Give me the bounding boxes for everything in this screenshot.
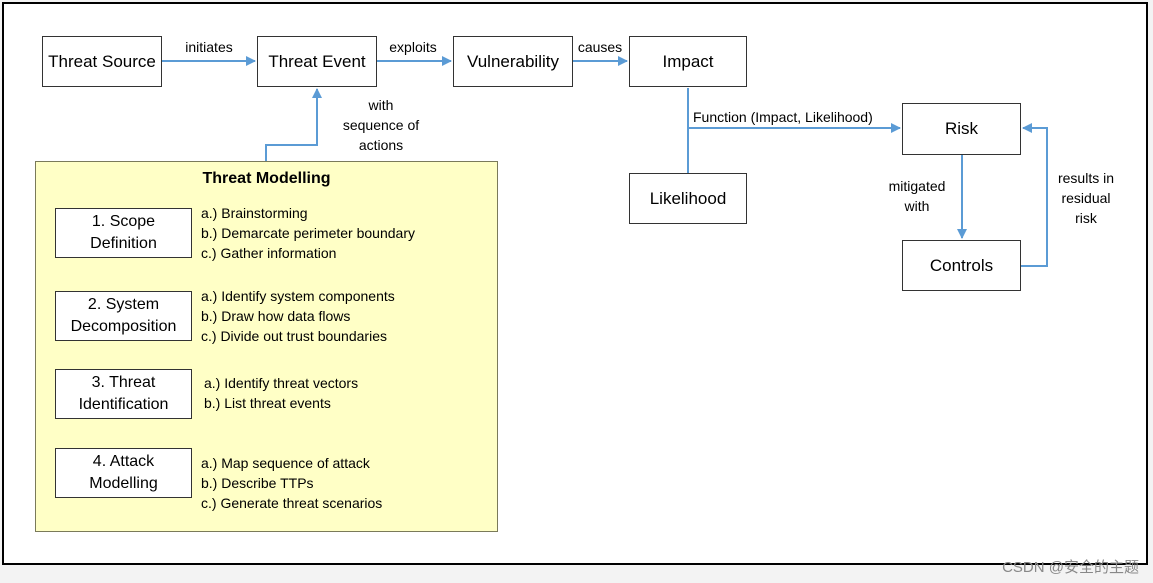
list-item: a.) Brainstorming [201,205,308,221]
controls-box: Controls [902,240,1021,291]
watermark: CSDN @安全的主题 [1002,559,1139,576]
threat-event-box: Threat Event [257,36,377,87]
label-mitigated-with: mitigated with [888,178,946,214]
list-item: a.) Identify system components [201,288,395,304]
label-results-in: results in residual risk [1057,170,1115,226]
step-4-items: a.) Map sequence of attack b.) Describe … [201,453,382,513]
list-item: b.) Describe TTPs [201,475,314,491]
step-threat-identification: 3. Threat Identification [55,369,192,419]
arrow-residual [1021,123,1048,267]
likelihood-box: Likelihood [629,173,747,224]
risk-box: Risk [902,103,1021,155]
label-initiates: initiates [185,39,233,55]
list-item: c.) Divide out trust boundaries [201,328,387,344]
list-item: a.) Map sequence of attack [201,455,370,471]
list-item: b.) Draw how data flows [201,308,351,324]
step-attack-modelling: 4. Attack Modelling [55,448,192,498]
label-with-sequence: with sequence of actions [342,97,420,153]
vulnerability-box: Vulnerability [453,36,573,87]
threat-modelling-title: Threat Modelling [202,170,331,187]
step-3-items: a.) Identify threat vectors b.) List thr… [204,373,358,413]
threat-modelling-panel: Threat Modelling 1. Scope Definition a.)… [35,161,498,532]
label-function: Function (Impact, Likelihood) [693,109,873,125]
list-item: c.) Generate threat scenarios [201,495,383,511]
threat-source-box: Threat Source [42,36,162,87]
step-1-items: a.) Brainstorming b.) Demarcate perimete… [201,203,415,263]
list-item: a.) Identify threat vectors [204,375,359,391]
arrow-with-sequence [265,88,322,161]
list-item: b.) Demarcate perimeter boundary [201,225,415,241]
step-scope-definition: 1. Scope Definition [55,208,192,258]
impact-box: Impact [629,36,747,87]
list-item: c.) Gather information [201,245,337,261]
label-exploits: exploits [389,39,437,55]
label-causes: causes [577,39,623,55]
list-item: b.) List threat events [204,395,331,411]
step-2-items: a.) Identify system components b.) Draw … [201,286,395,346]
step-system-decomposition: 2. System Decomposition [55,291,192,341]
